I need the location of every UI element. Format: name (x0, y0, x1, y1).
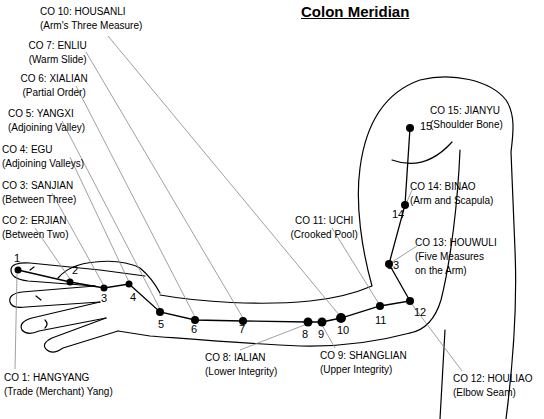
acupoint-dot (126, 281, 133, 288)
callout-number: 10 (337, 324, 349, 336)
deltoid-line (392, 142, 452, 163)
callout-number: 5 (158, 318, 164, 330)
leader-line (86, 52, 243, 318)
callout-number: 6 (191, 323, 197, 335)
callout-number: 4 (130, 291, 136, 303)
acupoint-dot (406, 297, 414, 305)
point-label: CO 14: BINAO (Arm and Scapula) (410, 180, 494, 208)
acupoint-dot (191, 316, 199, 324)
point-label: CO 1: HANGYANG (Trade (Merchant) Yang) (4, 371, 114, 399)
point-label: CO 15: JIANYU (Shoulder Bone) (430, 104, 504, 132)
leader-line (76, 86, 195, 317)
point-label: CO 5: YANGXI (Adjoining Valley) (8, 107, 86, 135)
arm-top-and-shoulder (160, 77, 516, 419)
callout-number: 12 (414, 306, 426, 318)
acupoint-dot (401, 201, 409, 209)
acupoint-dot (318, 318, 327, 327)
thumb (58, 261, 160, 293)
callout-number: 3 (101, 292, 107, 304)
point-label: CO 4: EGU (Adjoining Valleys) (2, 143, 85, 171)
point-label: CO 7: ENLIU (Warm Slide) (28, 39, 87, 67)
acupoint-dot (67, 279, 74, 286)
middle-finger (10, 286, 100, 307)
leader-lines (15, 36, 462, 371)
meridian-line (18, 128, 410, 322)
acupoint-dot (376, 302, 384, 310)
callout-number: 1 (14, 252, 20, 264)
little-finger (44, 318, 118, 352)
callout-number: 7 (239, 323, 245, 335)
forearm-bottom (118, 331, 410, 346)
leader-line (70, 157, 129, 282)
point-label: CO 9: SHANGLIAN (Upper Integrity) (320, 349, 408, 377)
leader-line (15, 274, 17, 369)
acupoint-dot (15, 267, 22, 274)
index-finger (11, 263, 145, 286)
leader-line (108, 36, 340, 316)
acupoint-dot (304, 318, 313, 327)
callout-number: 14 (392, 208, 404, 220)
arm-outline (10, 77, 516, 419)
torso-line (440, 330, 445, 419)
point-label: CO 10: HOUSANLI (Arm's Three Measure) (40, 5, 143, 33)
callout-number: 11 (375, 314, 386, 326)
point-label: CO 11: UCHI (Crooked Pool) (290, 214, 358, 242)
diagram-title: Colon Meridian (301, 3, 409, 20)
callout-number: 15 (420, 120, 432, 132)
point-label: CO 2: ERJIAN (Between Two) (2, 214, 70, 242)
acupoint-dot (406, 124, 414, 132)
leader-line (411, 303, 462, 371)
acupoint-dot (101, 285, 108, 292)
acupoint-dot (156, 308, 164, 316)
acupoint-dot (336, 313, 346, 323)
acupoints (15, 124, 415, 327)
point-label: CO 12: HOULIAO (Elbow Seam) (453, 372, 533, 400)
callout-number: 9 (318, 328, 324, 340)
point-label: CO 8: IALIAN (Lower Integrity) (205, 351, 278, 379)
point-label: CO 13: HOUWULI (Five Measures on the Arm… (415, 236, 498, 278)
callout-number: 8 (302, 328, 308, 340)
callout-number: 13 (387, 259, 399, 271)
point-label: CO 3: SANJIAN (Between Three) (2, 179, 77, 207)
leader-line (240, 324, 307, 350)
callout-number: 2 (72, 264, 78, 276)
leader-line (62, 121, 160, 309)
point-label: CO 6: XIALIAN (Partial Order) (20, 72, 88, 100)
ring-finger (21, 302, 106, 333)
